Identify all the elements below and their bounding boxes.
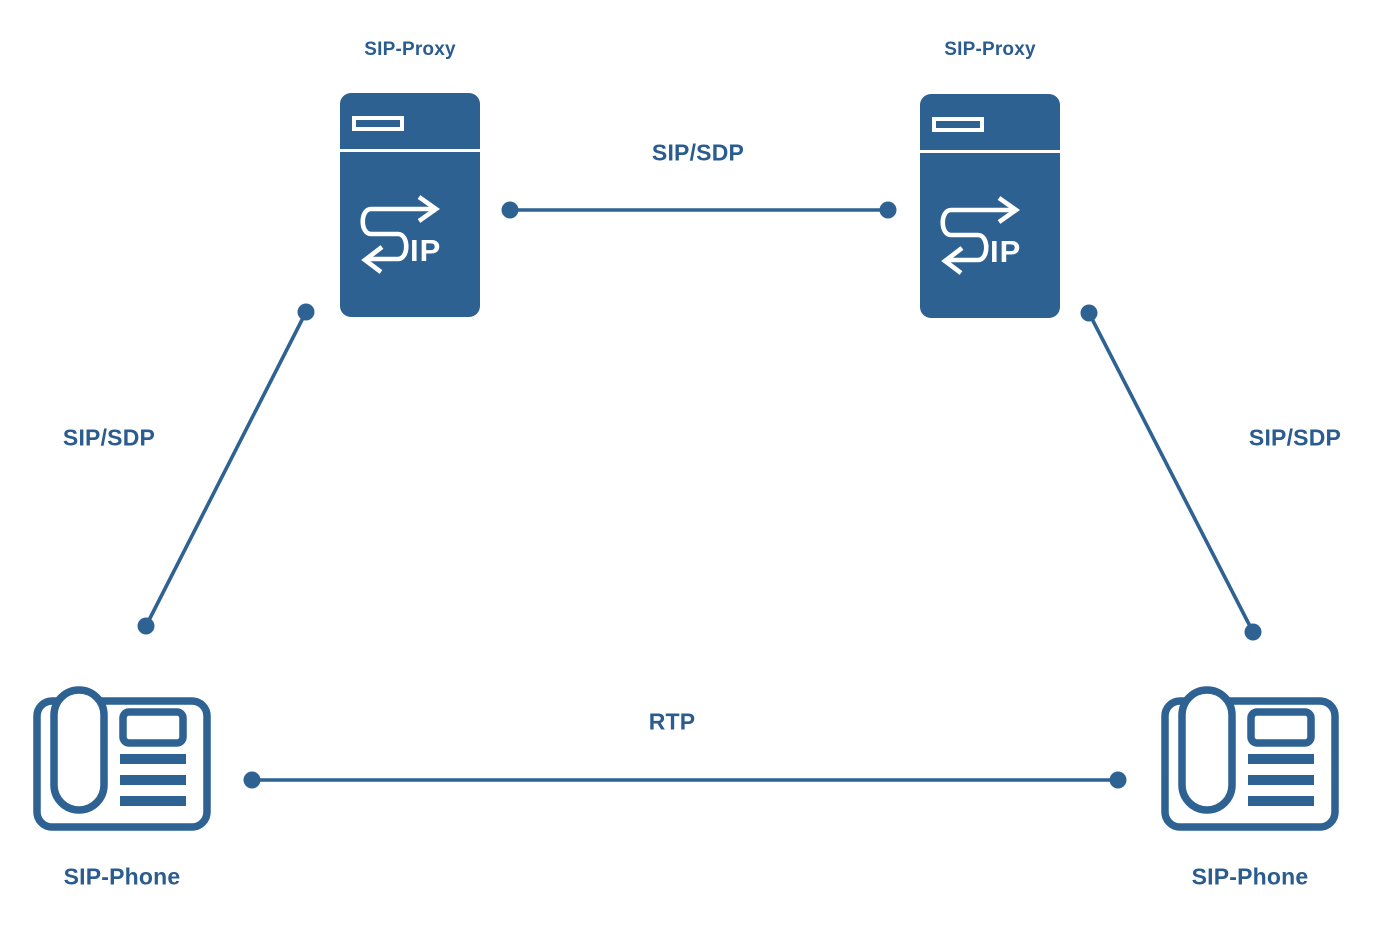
- edge-phone-to-phone: [243, 771, 1127, 789]
- server-slot-icon: [932, 117, 984, 132]
- desk-phone-icon: [1161, 686, 1339, 831]
- server-divider: [340, 149, 480, 152]
- sip-proxy-node-right: IP: [920, 94, 1060, 318]
- edge-proxy-to-proxy: [501, 201, 897, 219]
- ip-route-arrow-icon: [940, 196, 1020, 275]
- server-slot-icon: [352, 116, 404, 131]
- edge-label-sip-sdp-left: SIP/SDP: [62, 424, 156, 451]
- desk-phone-icon: [33, 686, 211, 831]
- edge-label-sip-sdp-right: SIP/SDP: [1248, 424, 1342, 451]
- node-label-sip-proxy-right: SIP-Proxy: [944, 39, 1036, 60]
- ip-label: IP: [410, 233, 442, 268]
- ip-route-arrow-icon: [360, 195, 440, 274]
- sip-phone-node-left: [33, 686, 211, 832]
- sip-proxy-node-left: IP: [340, 93, 480, 317]
- node-label-sip-phone-left: SIP-Phone: [63, 863, 181, 890]
- node-label-sip-phone-right: SIP-Phone: [1191, 863, 1309, 890]
- edge-proxy-right-to-phone-right: [1080, 304, 1262, 641]
- edge-label-sip-sdp-top: SIP/SDP: [651, 139, 745, 166]
- ip-label: IP: [990, 234, 1022, 269]
- server-divider: [920, 150, 1060, 153]
- sip-phone-node-right: [1161, 686, 1339, 832]
- edge-label-rtp: RTP: [648, 708, 696, 735]
- node-label-sip-proxy-left: SIP-Proxy: [364, 39, 456, 60]
- edge-phone-left-to-proxy-left: [137, 303, 315, 635]
